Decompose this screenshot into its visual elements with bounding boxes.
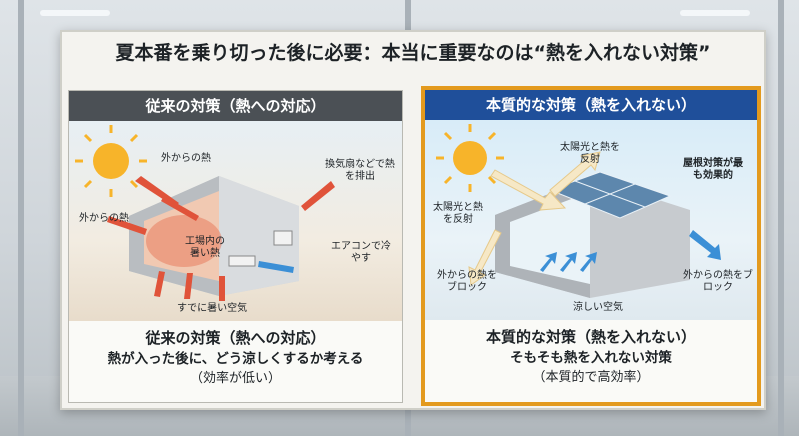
label-roof-effective: 屋根対策が最も効果的	[683, 158, 743, 181]
conventional-caption: 従来の対策（熱への対応） 熱が入った後に、どう涼しくするか考える （効率が低い）	[69, 321, 402, 389]
cool-arrows	[540, 230, 721, 272]
conventional-header: 従来の対策（熱への対応）	[69, 91, 402, 121]
label-reflect-top: 太陽光と熱を反射	[560, 142, 620, 165]
essential-header: 本質的な対策（熱を入れない）	[425, 90, 757, 120]
essential-caption: 本質的な対策（熱を入れない） そもそも熱を入れない対策 （本質的で高効率）	[425, 320, 757, 388]
label-exhaust-fan: 換気扇などで熱を排出	[325, 159, 395, 182]
conventional-caption-sub: 熱が入った後に、どう涼しくするか考える	[107, 351, 364, 367]
label-aircon: エアコンで冷やす	[331, 241, 391, 264]
label-reflect-left: 太陽光と熱を反射	[433, 202, 483, 225]
ceiling-light	[40, 10, 110, 16]
label-block-left: 外からの熱をブロック	[437, 270, 497, 293]
label-cool-air: 涼しい空気	[573, 302, 623, 313]
conventional-panel: 従来の対策（熱への対応）	[68, 90, 403, 403]
label-outside-heat-top: 外からの熱	[161, 153, 211, 164]
conventional-caption-title: 従来の対策（熱への対応）	[145, 329, 326, 347]
essential-caption-note: （本質的で高効率）	[532, 370, 650, 385]
essential-caption-sub: そもそも熱を入れない対策	[510, 350, 672, 366]
conventional-caption-note: （効率が低い）	[189, 371, 281, 386]
essential-svg	[436, 124, 721, 298]
essential-caption-title: 本質的な対策（熱を入れない）	[485, 328, 696, 346]
sun-icon	[436, 124, 504, 192]
background-beam	[778, 0, 784, 436]
essential-panel: 本質的な対策（熱を入れない）	[421, 86, 761, 406]
essential-illustration: 太陽光と熱を反射 屋根対策が最も効果的 太陽光と熱を反射 外からの熱をブロック …	[425, 120, 757, 320]
label-indoor-heat: 工場内の暑い熱	[185, 236, 225, 259]
label-outside-heat-left: 外からの熱	[79, 213, 129, 224]
sun-icon	[75, 125, 147, 197]
reflection-arrows	[468, 151, 601, 286]
label-hot-air: すでに暑い空気	[177, 303, 248, 314]
cooling-arrow	[258, 261, 294, 273]
conventional-svg	[75, 125, 335, 301]
info-board: 夏本番を乗り切った後に必要：本当に重要なのは“熱を入れない対策” 従来の対策（熱…	[60, 30, 766, 410]
page-title: 夏本番を乗り切った後に必要：本当に重要なのは“熱を入れない対策”	[115, 42, 711, 64]
ceiling-light	[680, 10, 750, 16]
conventional-illustration: 外からの熱 外からの熱 換気扇などで熱を排出 工場内の暑い熱 エアコンで冷やす …	[69, 121, 402, 321]
heat-arrows	[107, 176, 335, 301]
label-block-right: 外からの熱をブロック	[683, 270, 753, 293]
background-beam	[18, 0, 24, 436]
